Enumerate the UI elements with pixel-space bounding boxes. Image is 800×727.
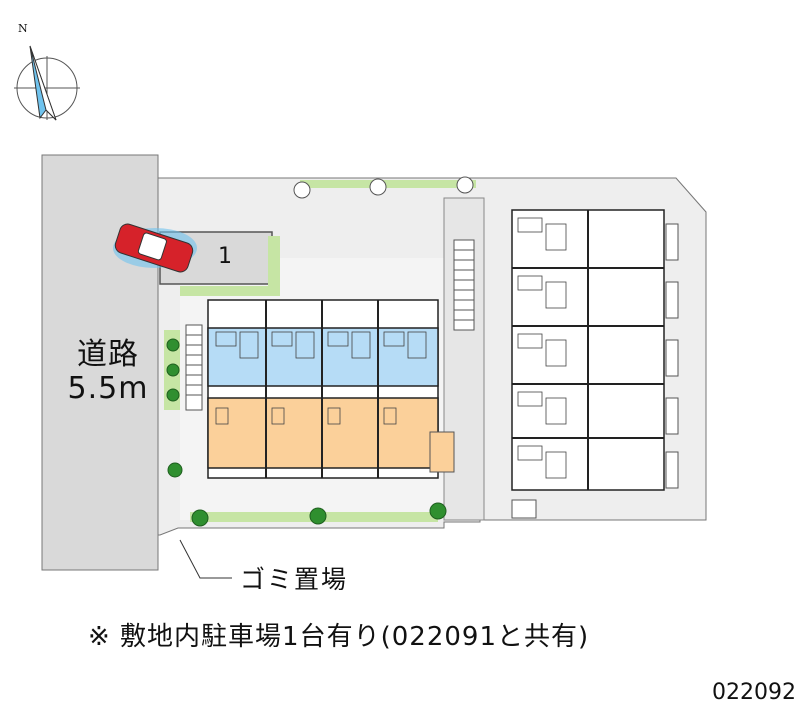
bottom-trees (191, 502, 447, 527)
road-width: 5.5m (67, 371, 149, 406)
parking-hedge-bottom (180, 286, 280, 296)
right-building-details (517, 217, 567, 479)
top-trees (293, 176, 474, 199)
stairs-right (453, 239, 475, 331)
garbage-leader (179, 539, 232, 579)
stairs-left (185, 324, 203, 411)
left-trees (166, 338, 183, 478)
meter-box (511, 499, 537, 519)
left-building-details (215, 331, 427, 425)
top-hedge (300, 180, 476, 188)
parking-spot-number: 1 (218, 244, 232, 269)
right-balconies (665, 223, 679, 489)
car-icon (113, 223, 197, 273)
north-label: N (18, 22, 28, 35)
parking-hedge (268, 236, 280, 296)
garbage-area-label: ゴミ置場 (240, 565, 349, 594)
property-code: 022092 (712, 680, 796, 705)
left-building-dividers (265, 300, 379, 478)
parking-note: ※ 敷地内駐車場1台有り(022091と共有) (88, 622, 590, 652)
road-name: 道路 (77, 337, 139, 372)
right-building-dividers (512, 210, 664, 490)
balcony-left (429, 431, 455, 473)
compass-icon (14, 45, 80, 121)
